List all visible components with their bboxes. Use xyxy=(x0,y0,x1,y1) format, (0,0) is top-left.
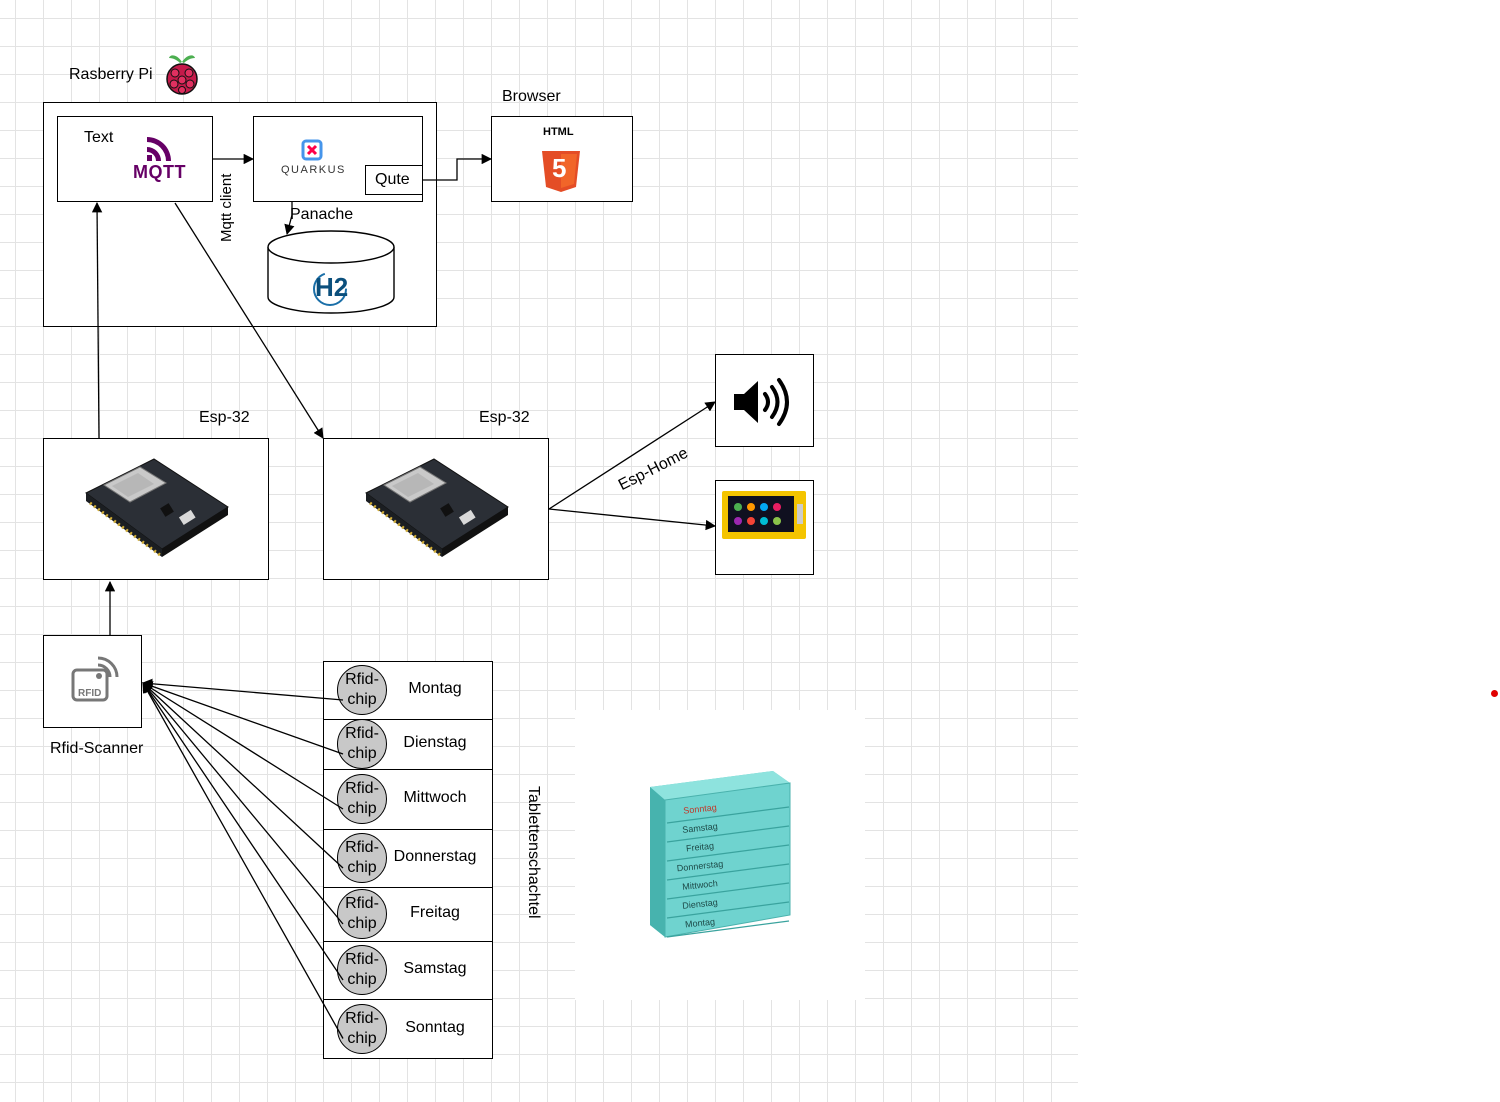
pillbox-label: Tablettenschachtel xyxy=(525,786,542,919)
pillbox-photo-divider xyxy=(666,901,790,919)
display-box[interactable] xyxy=(715,480,814,575)
raspberry-pi-label: Rasberry Pi xyxy=(69,66,153,83)
mqtt-logo-text: MQTT xyxy=(133,162,186,182)
cursor-dot xyxy=(1491,690,1498,697)
rfid-chip-label-line1: Rfid- xyxy=(345,671,379,688)
html5-logo-number: 5 xyxy=(552,153,567,183)
qute-label: Qute xyxy=(375,171,410,188)
pillbox-photo-divider xyxy=(666,806,790,824)
esp32-right-box[interactable] xyxy=(323,438,549,580)
browser-label: Browser xyxy=(502,88,561,105)
rfid-chip-label-line2: chip xyxy=(347,745,377,762)
rfid-chip-label-line2: chip xyxy=(347,915,377,932)
pillbox-photo-divider xyxy=(666,844,790,862)
esp32-left-box[interactable] xyxy=(43,438,269,580)
mqtt-text-label: Text xyxy=(84,129,114,146)
pillbox-photo-divider xyxy=(666,825,790,843)
rfid-chip-label-line2: chip xyxy=(347,691,377,708)
quarkus-logo-icon xyxy=(301,139,323,161)
pillbox-photo-divider xyxy=(666,863,790,881)
rfid-chip-label-line2: chip xyxy=(347,800,377,817)
pillbox-photo-divider xyxy=(666,882,790,900)
rfid-chip-label-line1: Rfid- xyxy=(345,1009,379,1027)
rfid-chip-label-line1: Rfid- xyxy=(345,951,379,968)
panache-label: Panache xyxy=(290,206,354,223)
html5-logo-text: HTML xyxy=(543,126,574,138)
raspberry-pi-logo-icon xyxy=(166,55,198,95)
pillbox-day-label: Dienstag xyxy=(403,734,467,751)
rfid-chip[interactable]: Rfid-chip xyxy=(337,774,387,824)
rfid-chip-label-line2: chip xyxy=(347,859,377,876)
rfid-chip[interactable]: Rfid-chip xyxy=(337,889,387,939)
rfid-chip-label-line2: chip xyxy=(347,971,377,988)
rfid-chip[interactable]: Rfid-chip xyxy=(337,1003,387,1054)
rfid-chip-label-line1: Rfid- xyxy=(345,839,379,856)
pillbox-photo-graphic xyxy=(650,771,791,938)
mqtt-broker-box[interactable]: Text MQTT xyxy=(57,116,213,202)
mqtt-signal-icon xyxy=(147,137,171,161)
rfid-chip[interactable]: Rfid-chip xyxy=(337,945,387,995)
quarkus-logo-text: QUARKUS xyxy=(281,164,346,176)
browser-box[interactable]: HTML 5 xyxy=(491,116,633,202)
touch-display-icon xyxy=(722,491,806,539)
rfid-scanner-label: Rfid-Scanner xyxy=(50,740,144,757)
esp32-right-label: Esp-32 xyxy=(479,409,530,426)
pillbox-day-label: Samstag xyxy=(403,960,467,977)
pillbox-day-label: Donnerstag xyxy=(393,848,477,865)
rfid-chip-label-line2: chip xyxy=(347,1029,377,1047)
pillbox-day-label: Mittwoch xyxy=(403,789,467,806)
h2-logo-text: H2 xyxy=(315,272,348,303)
speaker-icon xyxy=(734,378,789,426)
rfid-chip[interactable]: Rfid-chip xyxy=(337,719,387,769)
esp32-left-label: Esp-32 xyxy=(199,409,250,426)
speaker-box[interactable] xyxy=(715,354,814,447)
rfid-scanner-icon xyxy=(71,656,119,702)
rfid-chip-label-line1: Rfid- xyxy=(345,725,379,742)
pillbox-photo-divider xyxy=(666,920,790,938)
rfid-chip[interactable]: Rfid-chip xyxy=(337,833,387,883)
rfid-scanner-box[interactable]: RFID xyxy=(43,635,142,728)
esp32-board-icon xyxy=(85,458,229,557)
rfid-icon-text: RFID xyxy=(78,688,102,699)
pillbox-day-label: Freitag xyxy=(410,904,460,921)
esp32-board-icon xyxy=(365,458,509,557)
mqtt-client-label: Mqtt client xyxy=(218,173,235,242)
qute-box[interactable]: Qute xyxy=(365,165,423,195)
pillbox-day-label: Sonntag xyxy=(405,1018,465,1036)
h2-logo-letters: H2 xyxy=(315,272,349,302)
pillbox-day-label: Montag xyxy=(408,680,462,697)
rfid-chip-label-line1: Rfid- xyxy=(345,780,379,797)
rfid-chip[interactable]: Rfid-chip xyxy=(337,665,387,715)
rfid-chip-label-line1: Rfid- xyxy=(345,895,379,912)
html5-logo-icon xyxy=(542,151,580,192)
